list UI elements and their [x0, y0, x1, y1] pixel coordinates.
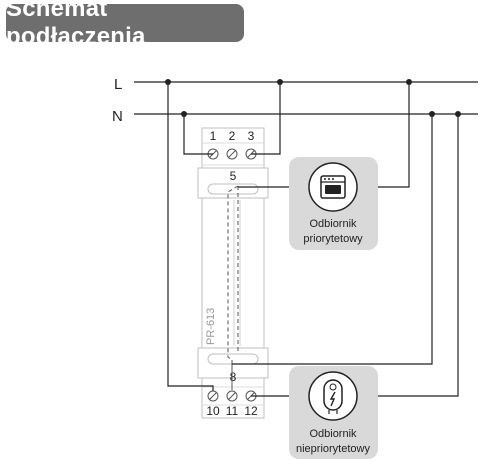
- wire-live-priority-load: [365, 82, 410, 188]
- priority-load: Odbiornik priorytetowy: [289, 157, 378, 250]
- lower-slot: [207, 353, 259, 365]
- bottom-screw-terminals: [207, 390, 257, 402]
- top-screw-terminals: [207, 148, 257, 160]
- wire-t8-neutral: [232, 114, 433, 365]
- non-priority-load: Odbiornik niepriorytetowy: [289, 366, 378, 459]
- section-title: Schemat podłączenia: [6, 0, 146, 50]
- section-header: Schemat podłączenia: [6, 0, 244, 50]
- priority-load-label-line1: Odbiornik: [309, 218, 357, 230]
- device-model-label: PR-613: [205, 308, 217, 345]
- upper-slot: [207, 183, 259, 195]
- terminal-5-label: 5: [230, 169, 237, 183]
- non-priority-load-label-line2: niepriorytetowy: [296, 443, 370, 455]
- terminal-2-label: 2: [229, 129, 236, 143]
- neutral-line-label: N: [112, 108, 123, 125]
- internal-wiring: [227, 185, 239, 390]
- terminal-11-label: 11: [226, 404, 239, 418]
- wire-t10-live: [167, 82, 214, 391]
- external-wiring: [167, 82, 459, 397]
- terminal-8-label: 8: [230, 370, 237, 384]
- junction-dots: [165, 79, 461, 117]
- terminal-3-label: 3: [248, 129, 255, 143]
- non-priority-load-label-line1: Odbiornik: [309, 428, 357, 440]
- wire-t1-neutral: [183, 114, 213, 155]
- water-heater-icon: [323, 379, 343, 414]
- terminal-12-label: 12: [244, 404, 258, 418]
- live-line-label: L: [114, 76, 122, 93]
- wire-nonpriority-neutral: [365, 114, 459, 397]
- priority-load-label-line2: priorytetowy: [303, 233, 363, 245]
- terminal-10-label: 10: [206, 404, 220, 418]
- relay-device: 1 2 3 5 8 PR-613 10 11 12: [197, 127, 269, 419]
- terminal-1-label: 1: [210, 129, 217, 143]
- wire-t3-live: [251, 82, 281, 155]
- oven-icon: [320, 175, 346, 199]
